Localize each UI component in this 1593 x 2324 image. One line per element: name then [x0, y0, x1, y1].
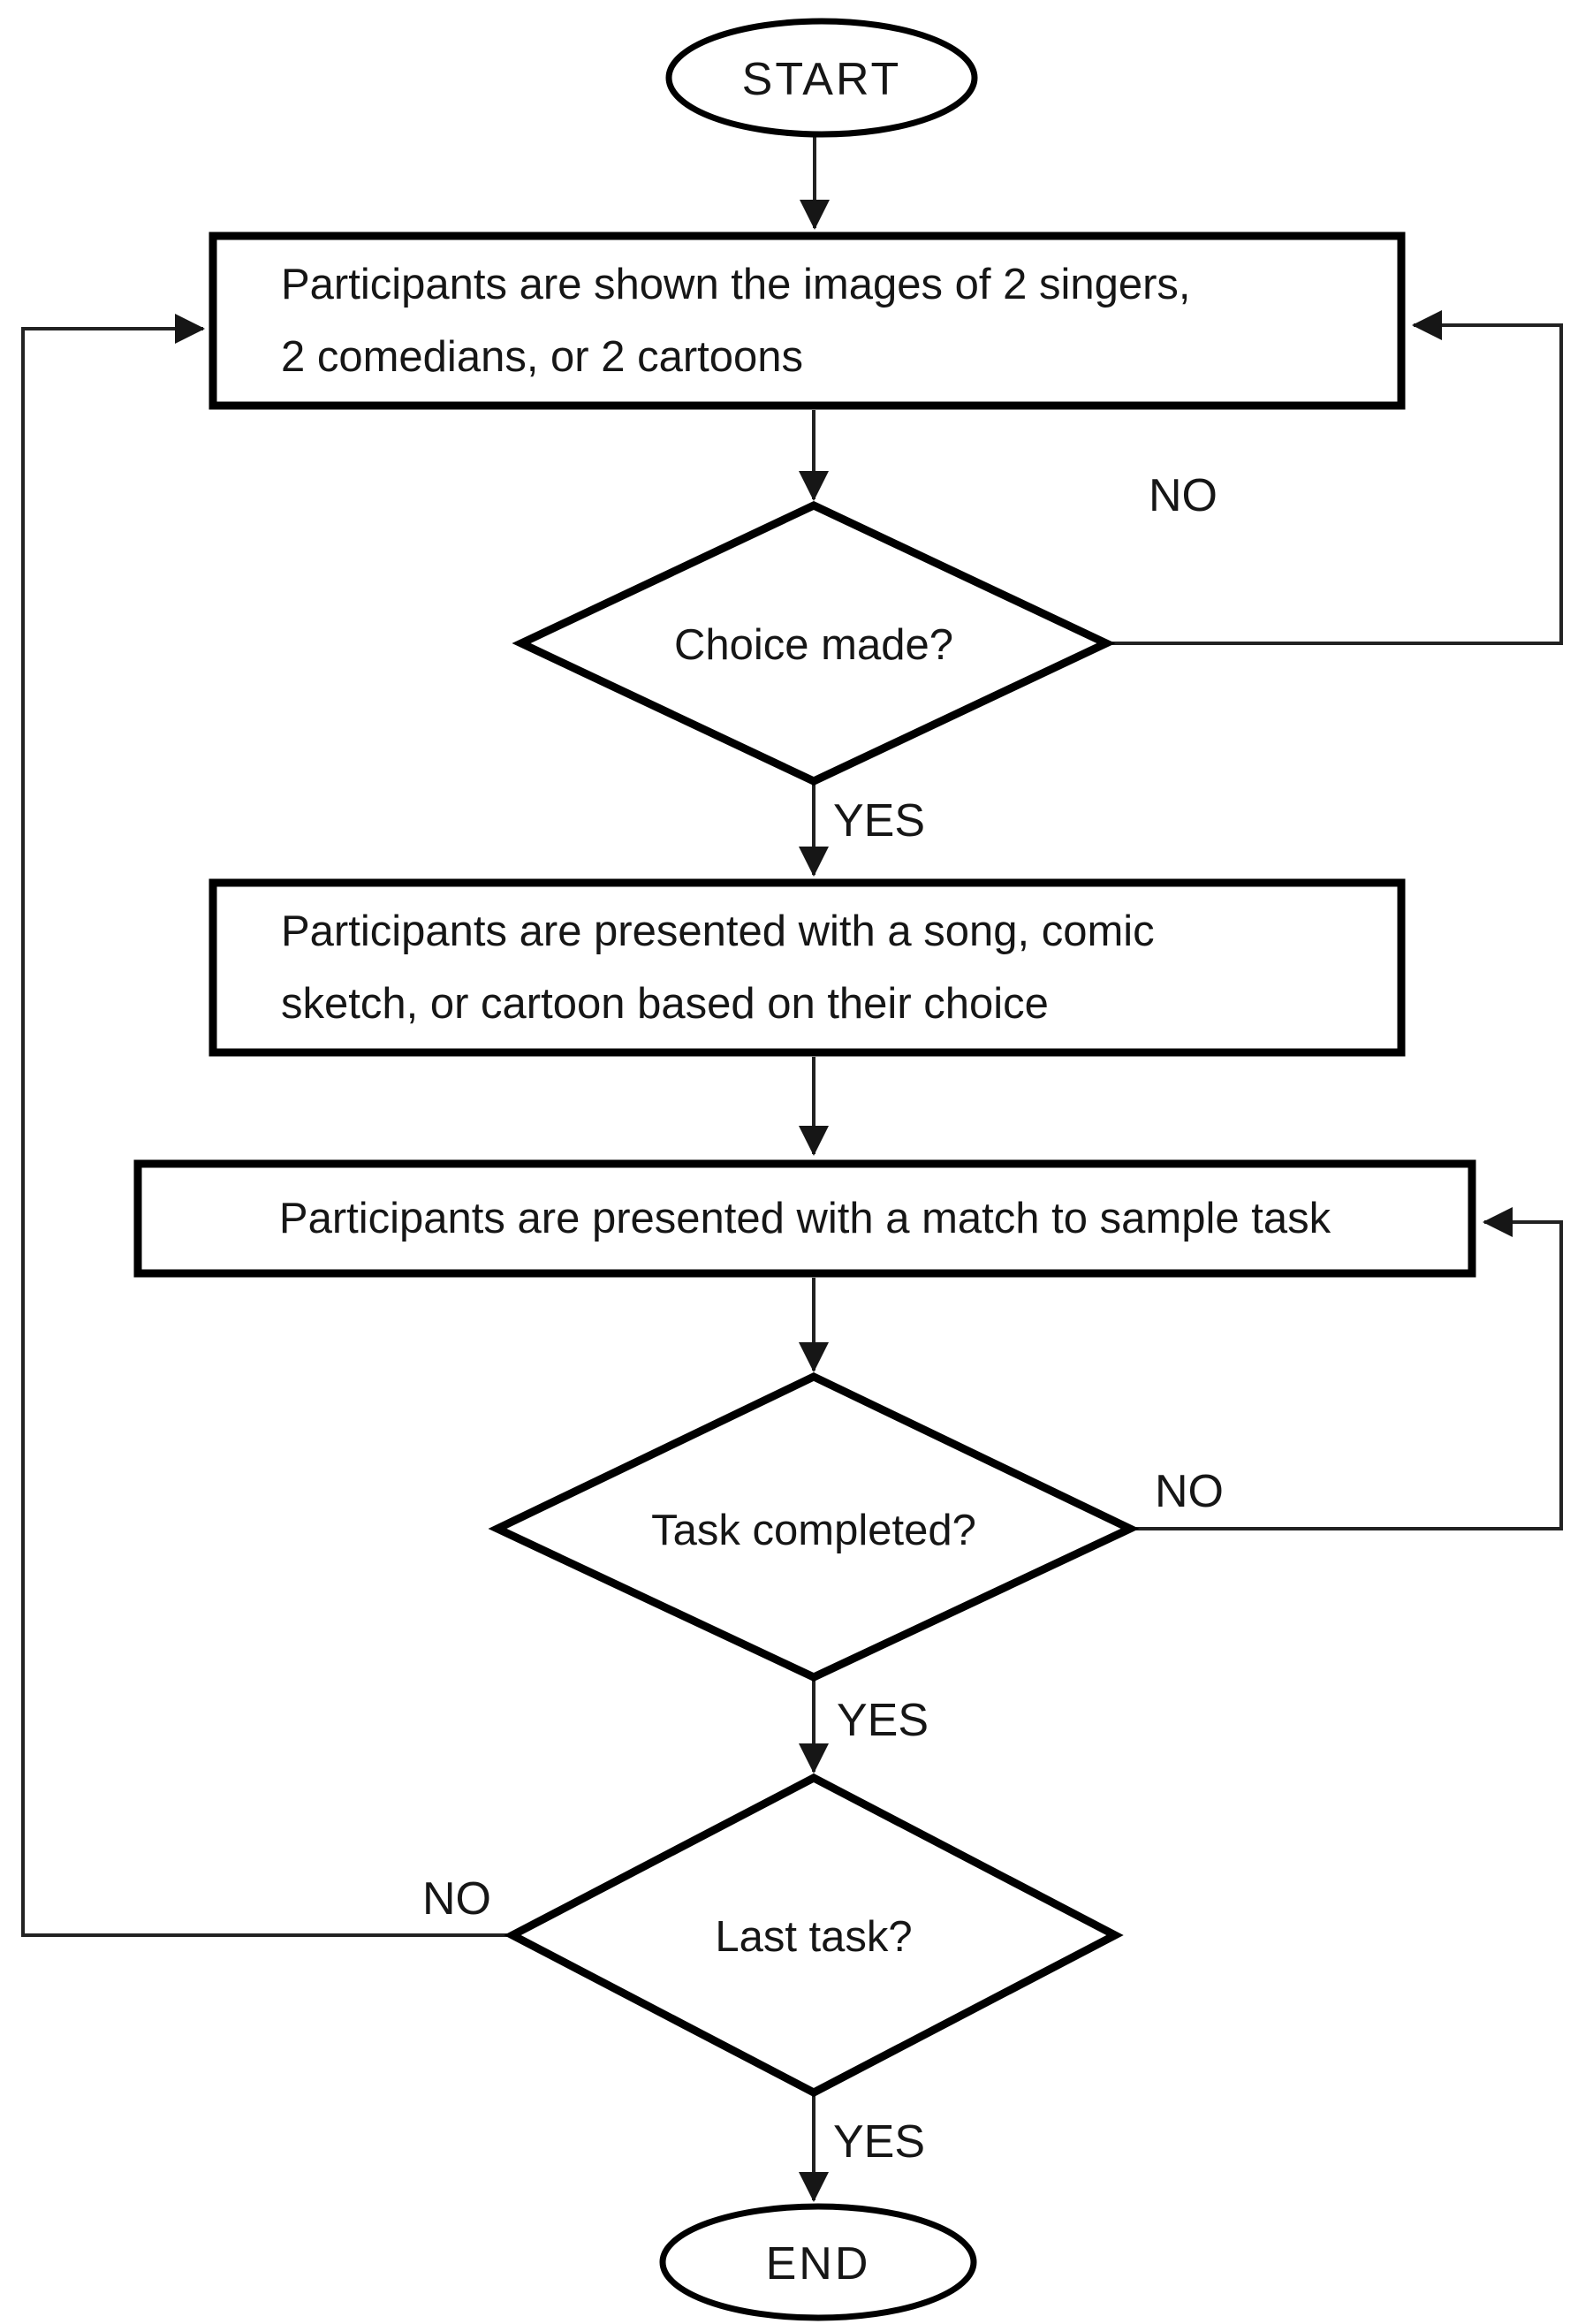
match-task-node-label: Participants are presented with a match …: [278, 1195, 1331, 1242]
last-task-no-label: NO: [422, 1873, 491, 1925]
end-node-label: END: [765, 2238, 871, 2290]
last-task-yes-label: YES: [833, 2116, 926, 2168]
present-media-process-shape: [209, 878, 1406, 1057]
show-images-node-label: Participants are shown the images of 2 s…: [281, 261, 1191, 381]
edge-choice-made-no-loop: [1107, 310, 1563, 645]
edge-last-task-no-loop: [21, 314, 520, 1937]
start-terminator-shape: [665, 18, 978, 138]
present-media-node-label: Participants are presented with a song, …: [281, 908, 1155, 1028]
choice-made-decision-shape: [512, 501, 1116, 786]
end-terminator-shape: [659, 2203, 977, 2321]
task-completed-yes-label: YES: [837, 1695, 929, 1746]
show-images-process-shape: [209, 232, 1406, 410]
edge-task-completed-no-loop: [1131, 1207, 1563, 1530]
task-completed-decision-shape: [488, 1372, 1140, 1682]
last-task-decision-shape: [504, 1773, 1124, 2098]
task-completed-node-label: Task completed?: [651, 1507, 976, 1554]
choice-made-node-label: Choice made?: [674, 621, 953, 669]
start-node-label: START: [741, 54, 902, 105]
choice-made-yes-label: YES: [833, 795, 926, 847]
last-task-node-label: Last task?: [715, 1913, 913, 1961]
match-task-process-shape: [133, 1159, 1476, 1278]
choice-made-no-label: NO: [1149, 470, 1218, 521]
task-completed-no-label: NO: [1155, 1466, 1224, 1517]
